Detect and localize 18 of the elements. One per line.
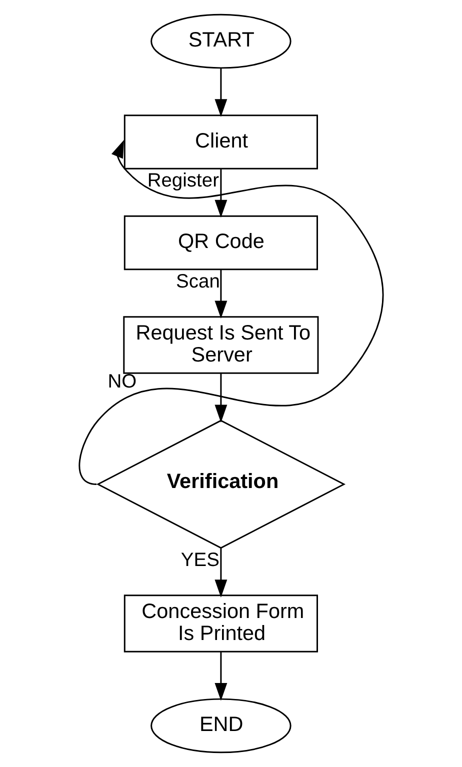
arrow xyxy=(214,652,228,701)
edge-label: YES xyxy=(180,550,220,572)
arrow xyxy=(214,373,228,423)
node-diamond: Verification xyxy=(96,420,346,549)
node-box: Concession Form Is Printed xyxy=(124,594,318,652)
arrow xyxy=(214,169,228,218)
node-box: QR Code xyxy=(124,215,318,270)
node-box: Client xyxy=(124,114,318,170)
arrow xyxy=(214,548,228,598)
edge-label: NO xyxy=(108,372,137,393)
arrow xyxy=(78,140,384,485)
node-box: Request Is Sent To Server xyxy=(123,316,319,374)
node-ellipse: END xyxy=(150,698,292,754)
edge-label: Register xyxy=(147,170,220,192)
edge-label: Scan xyxy=(176,271,220,292)
node-ellipse: START xyxy=(150,14,292,69)
arrow xyxy=(214,270,228,319)
arrow xyxy=(214,68,228,117)
